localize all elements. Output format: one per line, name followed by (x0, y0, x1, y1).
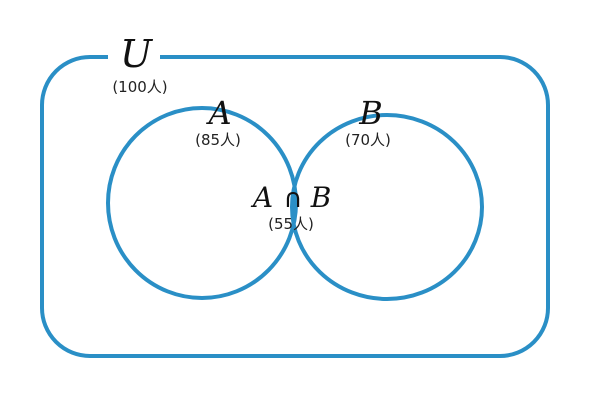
universe-count: (100人) (112, 78, 167, 96)
intersection-letter-a: A (250, 181, 273, 214)
intersection-count: (55人) (268, 215, 314, 233)
universe-rectangle (40, 55, 550, 358)
set-b-letter: B (358, 94, 383, 132)
set-b-count: (70人) (345, 131, 391, 149)
intersection-letter-b: B (310, 181, 332, 214)
set-a-count: (85人) (195, 131, 241, 149)
set-a-circle (106, 106, 298, 300)
set-a-letter: A (205, 94, 231, 132)
universe-letter: U (120, 32, 154, 76)
set-b-circle (290, 113, 484, 301)
universe-label-backdrop (108, 40, 160, 74)
intersection-symbol: ∩ (283, 184, 302, 214)
